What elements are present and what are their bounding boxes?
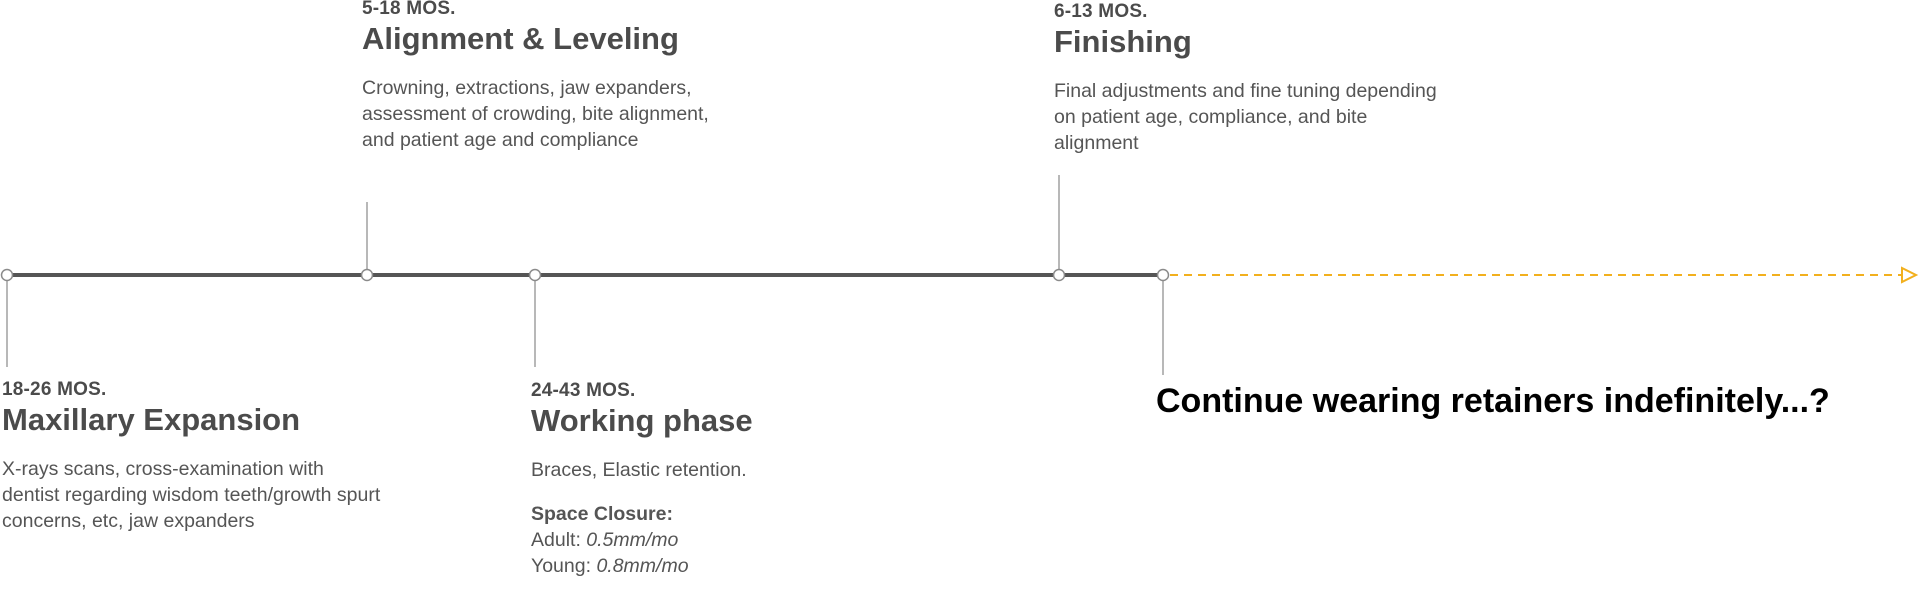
phase-duration: 24-43 MOS. [531, 380, 636, 401]
future-arrow-head-icon [1901, 266, 1919, 284]
phase-description: Braces, Elastic retention. [531, 459, 747, 481]
space-closure-block: Space Closure: Adult: 0.5mm/mo Young: 0.… [531, 501, 911, 579]
marker-finishing [1052, 268, 1066, 282]
phase-duration: 6-13 MOS. [1054, 1, 1148, 22]
space-closure-adult: Adult: 0.5mm/mo [531, 527, 911, 553]
phase-description: Final adjustments and fine tuning depend… [1054, 80, 1437, 154]
phase-title: Working phase [531, 403, 753, 438]
young-value: 0.8mm/mo [596, 555, 689, 577]
space-closure-young: Young: 0.8mm/mo [531, 553, 911, 579]
marker-working [528, 268, 542, 282]
phase-title: Finishing [1054, 24, 1192, 59]
marker-continue [1156, 268, 1170, 282]
phase-title: Alignment & Leveling [362, 21, 679, 56]
marker-maxillary [0, 268, 14, 282]
adult-label: Adult: [531, 529, 587, 551]
phase-finishing: 6-13 MOS. Finishing Final adjustments an… [1054, 1, 1444, 156]
space-closure-heading: Space Closure: [531, 503, 673, 525]
phase-duration: 5-18 MOS. [362, 0, 456, 19]
phase-title: Maxillary Expansion [2, 402, 301, 437]
marker-alignment [360, 268, 374, 282]
young-label: Young: [531, 555, 597, 577]
phase-duration: 18-26 MOS. [2, 379, 107, 400]
phase-description: X-rays scans, cross-examination with den… [2, 458, 381, 532]
phase-description: Crowning, extractions, jaw expanders, as… [362, 77, 709, 151]
phase-working: 24-43 MOS. Working phase Braces, Elastic… [531, 380, 911, 579]
phase-maxillary-expansion: 18-26 MOS. Maxillary Expansion X-rays sc… [2, 379, 382, 534]
phase-alignment-leveling: 5-18 MOS. Alignment & Leveling Crowning,… [362, 0, 732, 153]
adult-value: 0.5mm/mo [586, 529, 679, 551]
continue-retainers-text: Continue wearing retainers indefinitely.… [1156, 382, 1830, 420]
